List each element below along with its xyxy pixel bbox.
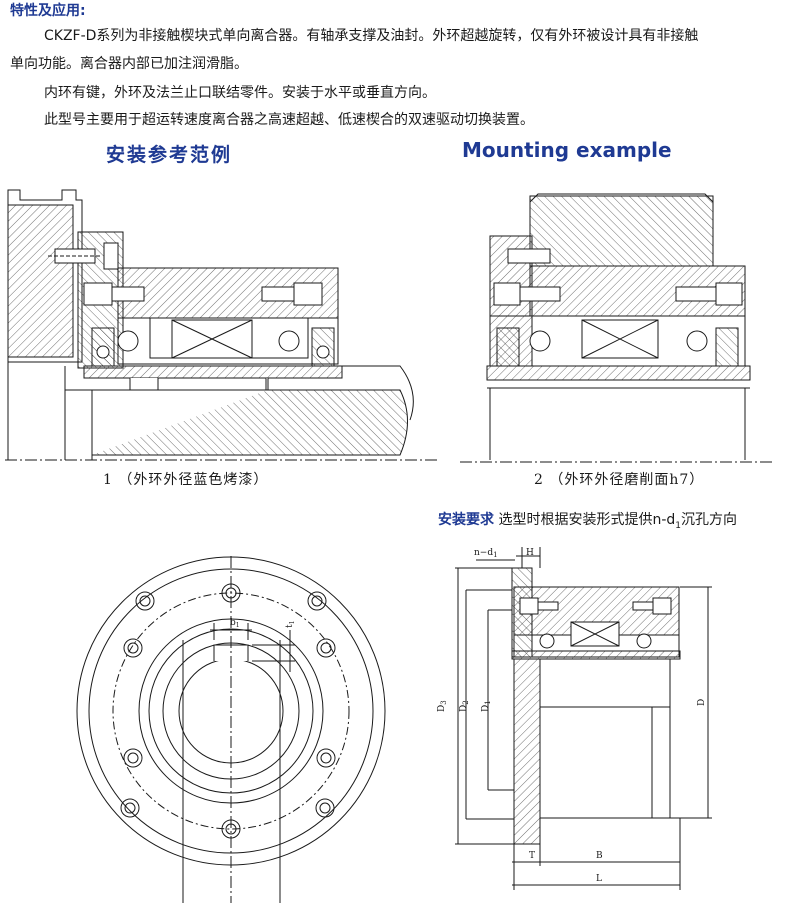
label-D1: D1 <box>481 700 492 712</box>
example-1-caption: 1 （外环外径蓝色烤漆） <box>103 469 268 489</box>
example-1-number: 1 <box>103 472 113 488</box>
bolt-holes <box>120 583 336 839</box>
example-2-note: （外环外径磨削面h7） <box>549 472 705 488</box>
label-t1: t1 <box>285 621 296 628</box>
requirement-text-2: 沉孔方向 <box>681 512 737 528</box>
example-2-caption: 2 （外环外径磨削面h7） <box>534 469 704 489</box>
section-view-drawing <box>455 547 712 890</box>
front-view-drawing <box>76 556 386 903</box>
example-1-note: （外环外径蓝色烤漆） <box>118 472 269 488</box>
example-2-number: 2 <box>534 472 544 488</box>
mounting-title-cn: 安装参考范例 <box>106 144 233 166</box>
label-n-d1: n−d1 <box>474 548 498 559</box>
label-D2: D2 <box>459 700 470 712</box>
mounting-example-1-drawing <box>5 189 440 461</box>
requirement-sub: 1 <box>675 520 681 531</box>
label-H: H <box>526 548 534 558</box>
paragraph-2: 内环有键，外环及法兰止口联结零件。安装于水平或垂直方向。 <box>44 85 436 101</box>
requirement-label: 安装要求 <box>438 512 494 528</box>
paragraph-1-line-2: 单向功能。离合器内部已加注润滑脂。 <box>10 56 248 72</box>
dimension-labels: n−d1 H D3 D2 D1 D T B L b1 t1 <box>230 548 707 884</box>
mounting-example-2-drawing <box>460 193 775 463</box>
label-b1: b1 <box>230 618 240 629</box>
label-T: T <box>529 851 535 861</box>
label-L: L <box>596 874 602 884</box>
requirement-text: 选型时根据安装形式提供n-d <box>494 512 676 528</box>
features-heading: 特性及应用: <box>10 3 86 19</box>
installation-requirement: 安装要求 选型时根据安装形式提供n-d1沉孔方向 <box>438 509 737 531</box>
label-D3: D3 <box>437 700 448 712</box>
label-B: B <box>596 851 603 861</box>
paragraph-1-line-1: CKZF-D系列为非接触楔块式单向离合器。有轴承支撑及油封。外环超越旋转，仅有外… <box>44 28 699 44</box>
mounting-title-en: Mounting example <box>462 138 672 162</box>
paragraph-3: 此型号主要用于超运转速度离合器之高速超越、低速楔合的双速驱动切换装置。 <box>44 112 534 128</box>
label-D: D <box>697 699 707 706</box>
